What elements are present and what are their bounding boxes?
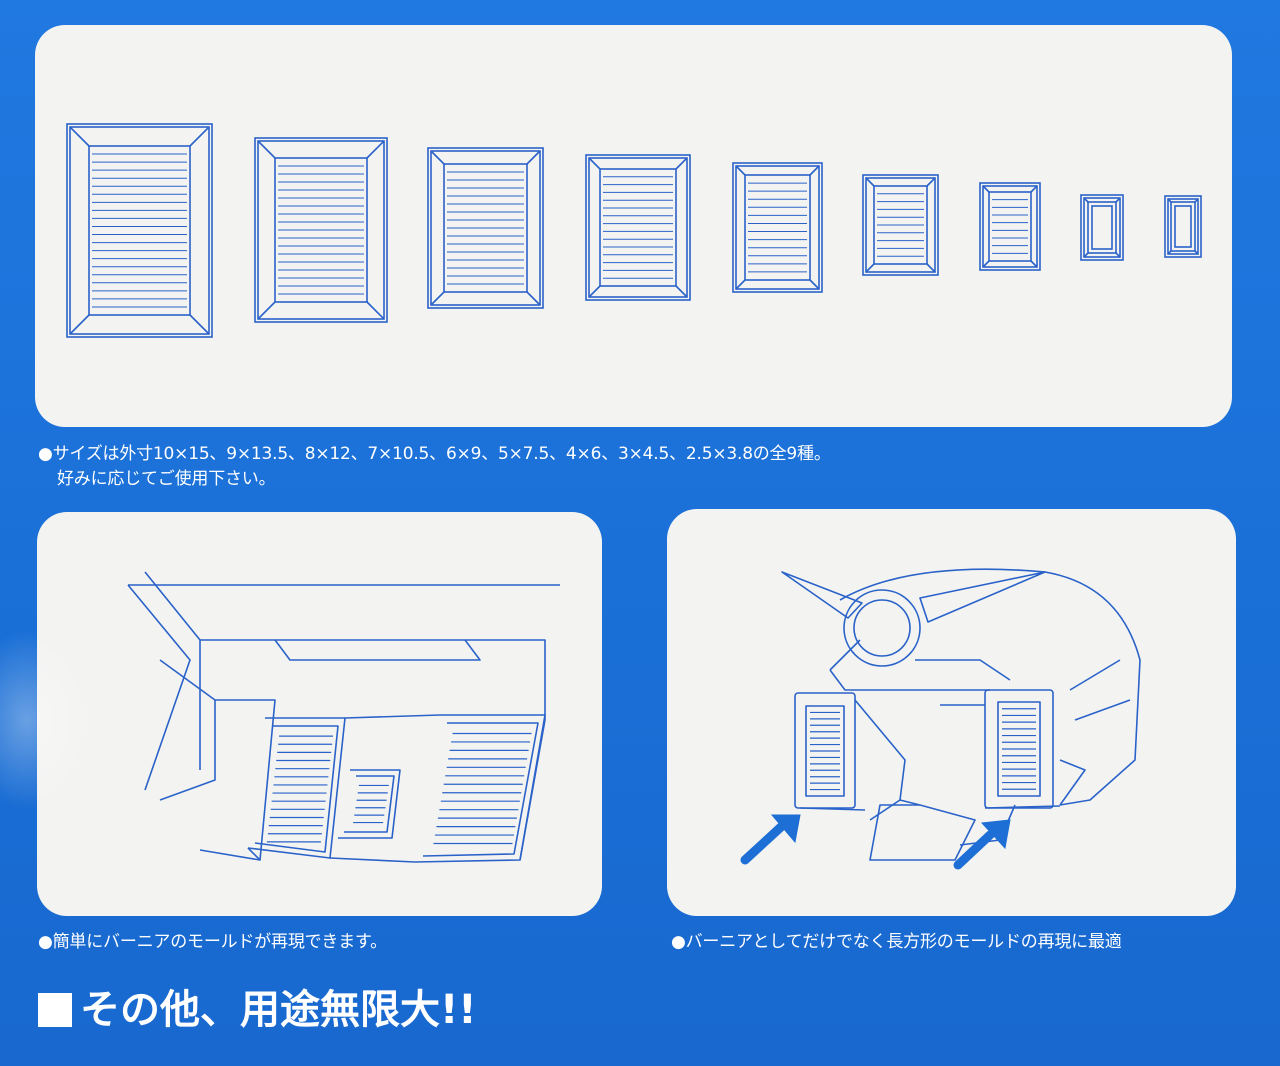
vernier-frame-5 bbox=[732, 162, 823, 293]
vernier-frame-6 bbox=[862, 174, 939, 276]
vernier-on-robot-head-drawing bbox=[781, 568, 1141, 861]
square-bullet-icon bbox=[38, 993, 72, 1027]
vernier-size-lineup-drawing bbox=[66, 123, 1202, 338]
vernier-frame-9 bbox=[1164, 195, 1202, 258]
section-heading: その他、用途無限大!! bbox=[38, 984, 476, 1036]
vernier-frame-4 bbox=[585, 154, 691, 301]
robot-head-caption: ●バーニアとしてだけでなく長方形のモールドの再現に最適 bbox=[671, 932, 1122, 952]
vernier-frame-2 bbox=[254, 137, 388, 323]
vernier-frame-3 bbox=[427, 147, 544, 309]
vernier-frame-1 bbox=[66, 123, 213, 338]
vernier-on-mech-leg-drawing bbox=[127, 571, 560, 863]
size-lineup-panel bbox=[35, 25, 1232, 427]
mech-leg-panel bbox=[37, 512, 602, 916]
size-caption-line-1: ●サイズは外寸10×15、9×13.5、8×12、7×10.5、6×9、5×7.… bbox=[38, 444, 831, 464]
vernier-frame-8 bbox=[1080, 194, 1124, 261]
head-louver-lines bbox=[810, 708, 1036, 791]
leg-louver-lines bbox=[266, 732, 532, 845]
size-caption-line-2: 好みに応じてご使用下さい。 bbox=[57, 469, 276, 489]
mech-leg-caption: ●簡単にバーニアのモールドが再現できます。 bbox=[38, 932, 387, 952]
arrow-icon bbox=[740, 814, 1011, 870]
vernier-frame-7 bbox=[979, 182, 1041, 271]
section-heading-text: その他、用途無限大!! bbox=[80, 987, 477, 1033]
